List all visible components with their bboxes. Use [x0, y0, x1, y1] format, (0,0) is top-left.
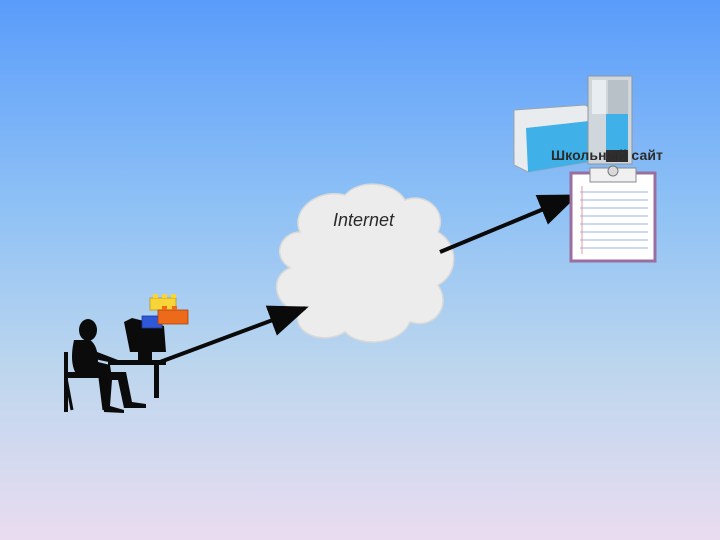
internet-label: Internet [333, 210, 394, 231]
internet-cloud [277, 184, 454, 342]
user-at-computer-icon [64, 318, 166, 413]
building-blocks-icon [142, 294, 188, 328]
school-site-label: Школьный сайт [551, 147, 663, 163]
clipboard-document-icon [571, 166, 655, 261]
arrow-internet-to-site [440, 196, 575, 252]
